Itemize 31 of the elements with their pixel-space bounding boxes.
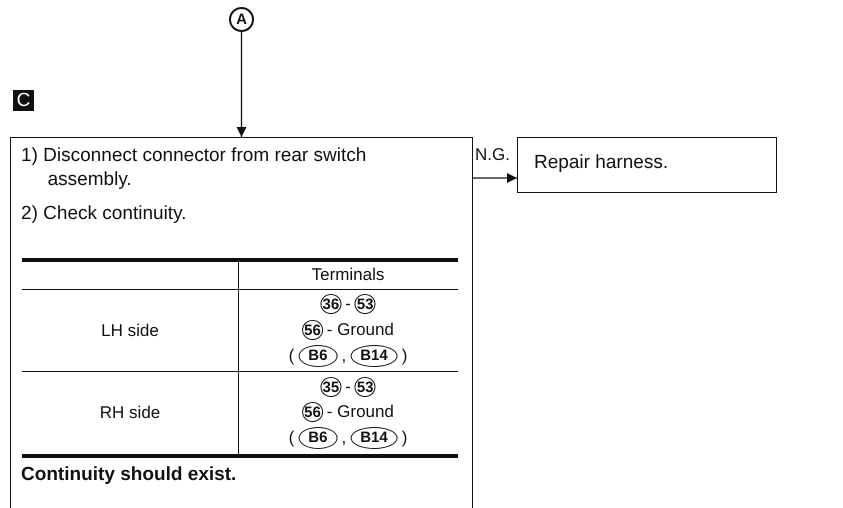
table-text: - Ground (326, 320, 394, 340)
terminal-number: 56 (302, 320, 323, 340)
reference-circle: A (229, 7, 254, 32)
table-text: , (341, 428, 346, 448)
arrow (473, 173, 517, 183)
table-text: - (345, 294, 351, 314)
process-box: Repair harness. (517, 137, 777, 193)
section-badge: C (13, 90, 34, 111)
table-text: ) (402, 428, 408, 448)
connector-id: B6 (298, 427, 338, 449)
table-text: ) (402, 346, 408, 366)
table-text: LH side (101, 321, 159, 341)
terminal-number: 36 (320, 294, 342, 314)
step-text: 2) Check continuity. (21, 202, 188, 226)
table-text: - (345, 377, 351, 397)
terminal-number: 53 (354, 377, 376, 397)
table-text: RH side (100, 403, 160, 423)
terminal-number: 53 (354, 294, 376, 314)
connector-id: B14 (350, 427, 398, 449)
table-text: , (341, 346, 346, 366)
connector-id: B14 (350, 345, 398, 367)
table-text: ( (288, 428, 294, 448)
table-text: - Ground (326, 402, 394, 422)
connector-id: B6 (298, 345, 338, 367)
step-text: 1) Disconnect connector from rear switch assembly. (21, 144, 368, 192)
terminal-number: 56 (302, 402, 323, 422)
table-text: ( (288, 346, 294, 366)
terminal-number: 35 (320, 377, 342, 397)
table-text: Terminals (312, 265, 384, 285)
result-text: Continuity should exist. (21, 463, 238, 487)
arrow (236, 32, 246, 137)
